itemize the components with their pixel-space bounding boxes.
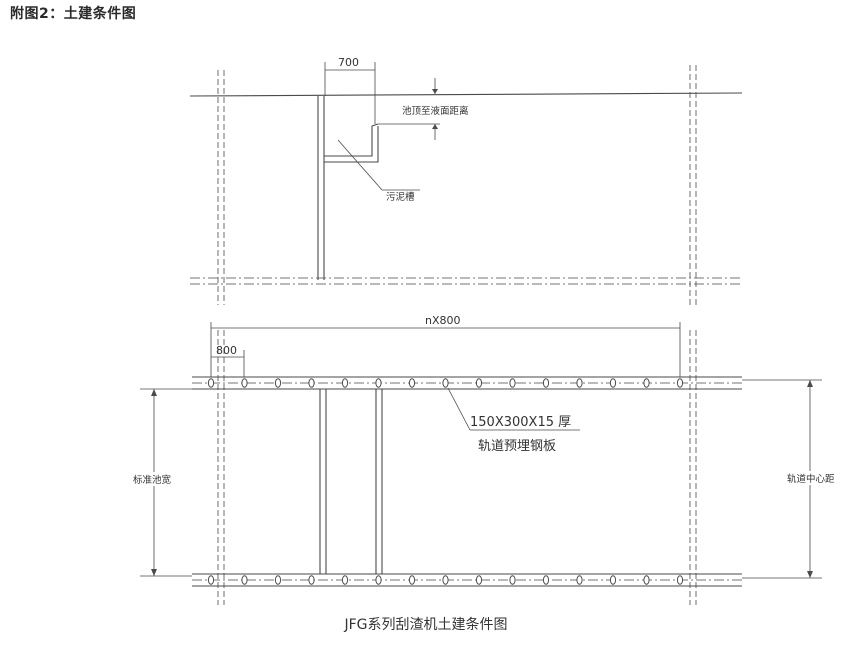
embedded-plate [207, 575, 215, 585]
embedded-plate [609, 575, 617, 585]
plate-name-label: 轨道预埋钢板 [478, 439, 556, 454]
embedded-plate [241, 378, 248, 388]
top-rail-plates [207, 378, 684, 388]
bottom-rail-plates [207, 575, 684, 585]
pool-width-arrow-bottom [151, 569, 157, 576]
embedded-plate [442, 575, 449, 585]
pool-width-label-bg [131, 472, 177, 486]
embedded-plate [341, 378, 349, 388]
embedded-plate [676, 378, 684, 388]
embedded-plate [475, 575, 483, 585]
plan-view: nX800 800 150X300X15 厚 轨道预埋钢板 标准池宽 轨道中心距 [131, 314, 843, 605]
page-heading: 附图2：土建条件图 [10, 6, 137, 22]
embedded-plate [341, 575, 349, 585]
track-center-arrow-top [807, 380, 813, 387]
embedded-plate [207, 378, 215, 388]
drawing-caption: JFG系列刮渣机土建条件图 [344, 617, 508, 633]
embedded-plate [576, 575, 583, 585]
embedded-plate [408, 575, 416, 585]
embedded-plate [241, 575, 248, 585]
depth-label: 池顶至液面距离 [402, 105, 469, 117]
embedded-plate [375, 575, 382, 585]
plate-spec-label: 150X300X15 厚 [470, 415, 571, 430]
embedded-plate [375, 378, 382, 388]
embedded-plate [274, 378, 282, 388]
embedded-plate [274, 575, 282, 585]
embedded-plate [609, 378, 617, 388]
embedded-plate [676, 575, 684, 585]
embedded-plate [542, 575, 550, 585]
pool-width-label: 标准池宽 [133, 474, 172, 486]
top-view: 700 池顶至液面距离 污泥槽 [189, 56, 743, 305]
pool-width-arrow-top [151, 389, 157, 396]
embedded-plate [643, 378, 650, 388]
dim-total-text: nX800 [425, 314, 461, 327]
embedded-plate [576, 378, 583, 388]
depth-arrowhead-top [432, 89, 438, 94]
depth-arrowhead-bottom [432, 124, 438, 129]
embedded-plate [475, 378, 483, 388]
embedded-plate [542, 378, 550, 388]
trough-label: 污泥槽 [386, 191, 415, 203]
embedded-plate [509, 575, 516, 585]
embedded-plate [643, 575, 650, 585]
embedded-plate [509, 378, 516, 388]
track-center-arrow-bottom [807, 571, 813, 578]
embedded-plate [442, 378, 449, 388]
sludge-trough-outline [317, 96, 379, 280]
dim-pitch-text: 800 [216, 344, 237, 357]
pool-top-line [189, 92, 743, 97]
embedded-plate [408, 378, 416, 388]
track-center-label: 轨道中心距 [787, 473, 835, 485]
plate-leader [447, 387, 471, 431]
dim-700-text: 700 [338, 56, 359, 69]
trough-leader [337, 139, 383, 191]
embedded-plate [308, 575, 315, 585]
embedded-plate [308, 378, 315, 388]
track-center-label-bg [785, 471, 843, 485]
